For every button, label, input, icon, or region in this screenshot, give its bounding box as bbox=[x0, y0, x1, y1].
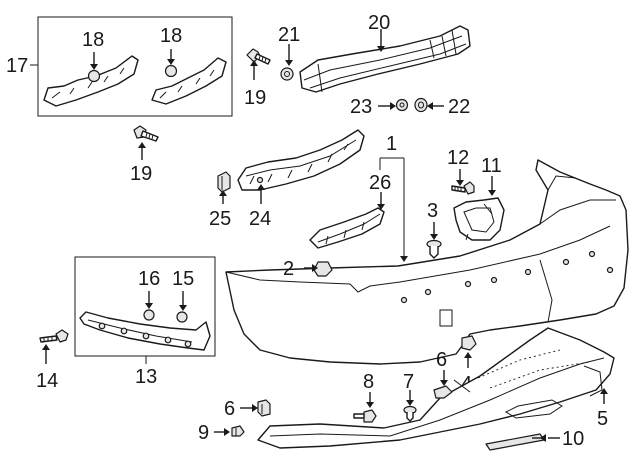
bracket-26: 26 bbox=[309, 172, 391, 249]
push-pin-3: 3 bbox=[426, 200, 442, 259]
callout-7: 7 bbox=[403, 371, 414, 393]
callout-22: 22 bbox=[448, 96, 470, 118]
right-bracket-part bbox=[151, 57, 227, 105]
clip-6-left: 6 bbox=[224, 398, 271, 420]
callout-5: 5 bbox=[597, 408, 608, 430]
bolt-19-left: 19 bbox=[130, 125, 159, 185]
impact-bar-20: 20 bbox=[299, 12, 471, 93]
callout-18-left: 18 bbox=[82, 29, 104, 51]
nut-18-right bbox=[164, 64, 178, 78]
screw-8: 8 bbox=[353, 371, 377, 423]
callout-11: 11 bbox=[481, 155, 502, 177]
bracket-11: 11 bbox=[453, 155, 505, 241]
callout-19-top: 19 bbox=[244, 87, 266, 109]
callout-6-right: 6 bbox=[436, 349, 447, 371]
callout-1: 1 bbox=[386, 133, 397, 155]
callout-14: 14 bbox=[36, 370, 58, 392]
washer-23: 23 bbox=[350, 96, 409, 118]
bumper-cover-1 bbox=[225, 159, 629, 365]
callout-23: 23 bbox=[350, 96, 372, 118]
callout-16: 16 bbox=[138, 268, 160, 290]
nut-15 bbox=[176, 311, 188, 323]
callout-12: 12 bbox=[447, 147, 469, 169]
callout-17: 17 bbox=[6, 55, 28, 77]
bolt-14: 14 bbox=[36, 329, 69, 392]
bolt-9: 9 bbox=[198, 422, 245, 444]
nut-16 bbox=[143, 309, 155, 321]
retainer-25: 25 bbox=[209, 171, 231, 230]
callout-10: 10 bbox=[562, 428, 584, 450]
callout-21: 21 bbox=[278, 24, 300, 46]
callout-6-left: 6 bbox=[224, 398, 235, 420]
callout-3: 3 bbox=[427, 200, 438, 222]
bolt-19-top: 19 bbox=[244, 48, 271, 109]
lower-valance-5: 5 bbox=[257, 327, 615, 449]
spacer-22: 22 bbox=[414, 96, 470, 118]
callout-15: 15 bbox=[172, 268, 194, 290]
nut-18-left bbox=[87, 69, 101, 83]
callout-20: 20 bbox=[368, 12, 390, 34]
nut-21: 21 bbox=[278, 24, 300, 81]
callout-1-leader: 1 bbox=[379, 133, 408, 262]
push-pin-7: 7 bbox=[403, 371, 417, 422]
inset-box-bracket-13: 13 16 15 bbox=[74, 256, 216, 388]
clip-2: 2 bbox=[283, 258, 333, 280]
callout-25: 25 bbox=[209, 208, 231, 230]
trim-strip-10: 10 bbox=[485, 428, 584, 451]
inset-box-bracket-17: 17 18 18 bbox=[6, 16, 233, 117]
callout-8: 8 bbox=[363, 371, 374, 393]
callout-24: 24 bbox=[249, 208, 271, 230]
callout-13: 13 bbox=[135, 366, 157, 388]
callout-2: 2 bbox=[283, 258, 294, 280]
lower-bracket-part bbox=[79, 311, 211, 351]
bracket-24: 24 bbox=[237, 129, 365, 230]
callout-26: 26 bbox=[369, 172, 391, 194]
callout-18-right: 18 bbox=[160, 25, 182, 47]
callout-19-left: 19 bbox=[130, 163, 152, 185]
callout-9: 9 bbox=[198, 422, 209, 444]
bolt-12: 12 bbox=[447, 147, 475, 195]
clip-6-right: 6 bbox=[433, 349, 453, 399]
